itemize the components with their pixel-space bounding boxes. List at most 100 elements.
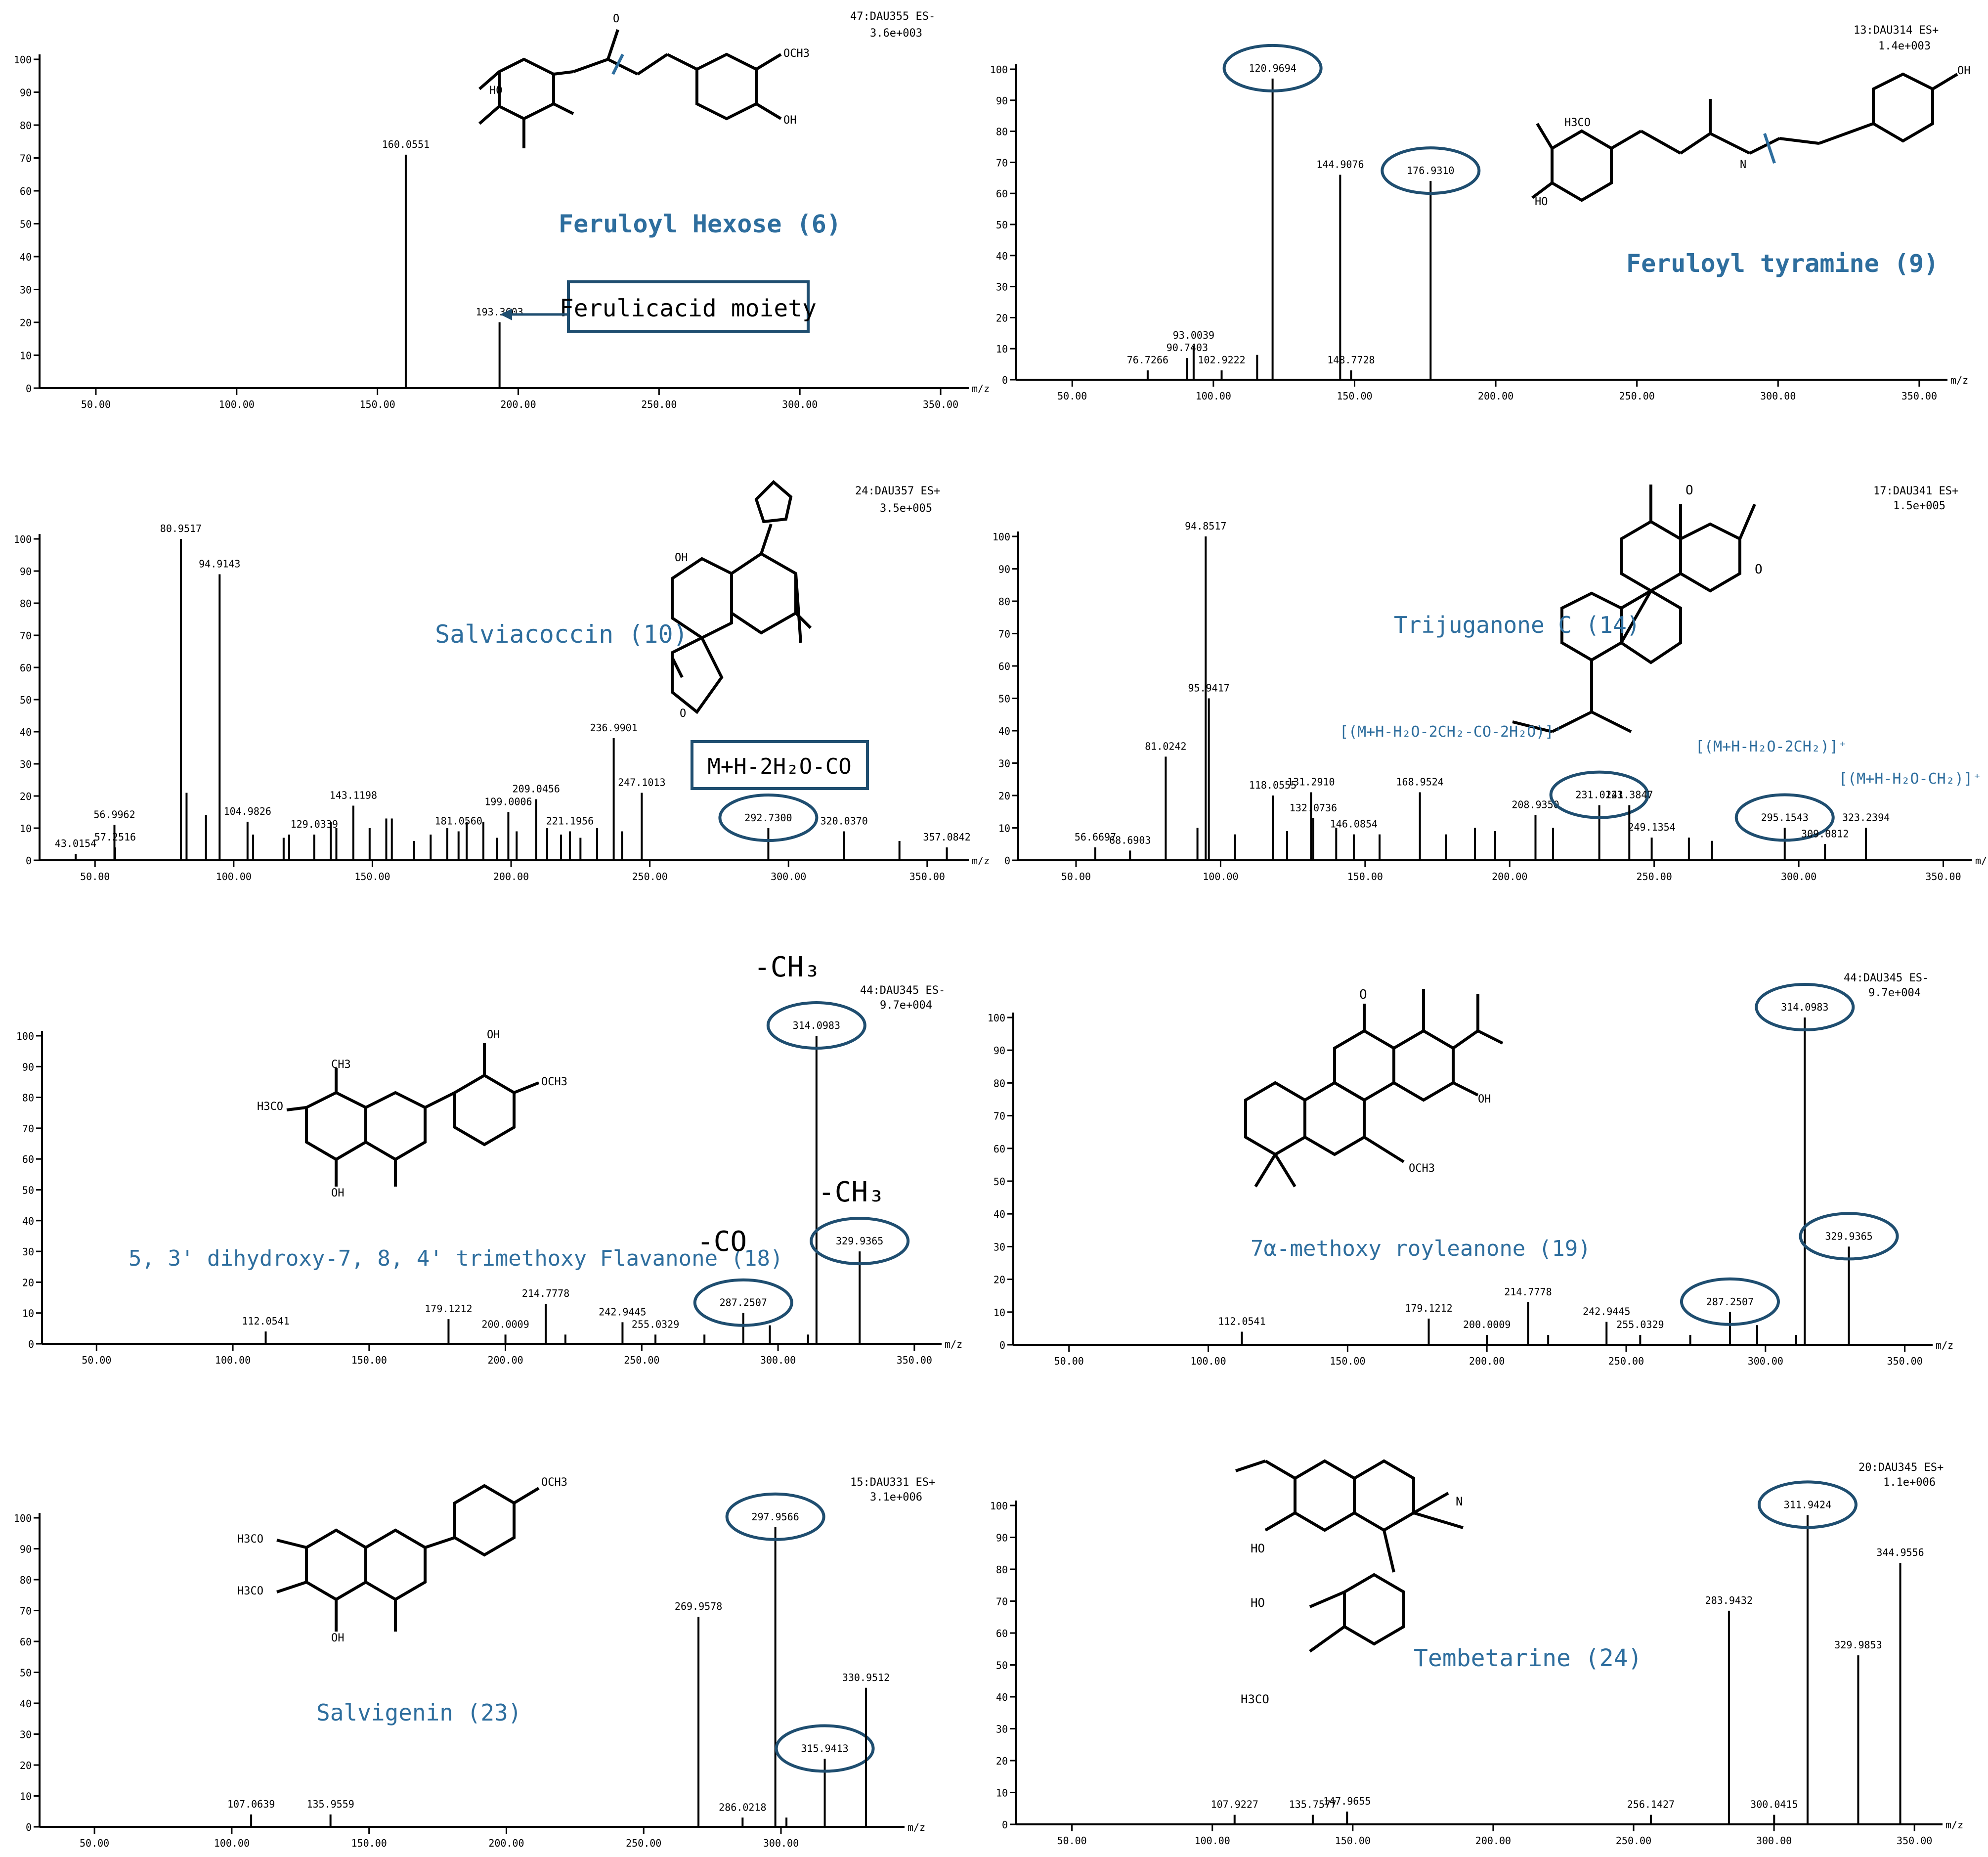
struct-label-ho: HO bbox=[1251, 1542, 1265, 1555]
y-tick-label: 30 bbox=[994, 1241, 1005, 1253]
struct-label-o: O bbox=[1755, 562, 1763, 577]
y-tick-label: 60 bbox=[20, 1636, 32, 1648]
peak-label: 200.0009 bbox=[481, 1318, 529, 1330]
y-tick-label: 90 bbox=[22, 1061, 34, 1073]
y-tick-label: 100 bbox=[990, 64, 1008, 76]
compound-name: Tembetarine (24) bbox=[1414, 1644, 1642, 1672]
y-tick-label: 40 bbox=[22, 1215, 34, 1227]
y-tick-label: 70 bbox=[22, 1123, 34, 1135]
peak-label: 255.0329 bbox=[632, 1318, 679, 1330]
spectrum-header-id: 44:DAU345 ES- bbox=[1844, 972, 1929, 984]
peak-label: 314.0983 bbox=[793, 1019, 840, 1031]
highlight-ellipse bbox=[1222, 44, 1323, 92]
peak-label: 104.9826 bbox=[224, 805, 271, 817]
y-tick-label: 70 bbox=[20, 1605, 32, 1617]
peak-label: 43.0154 bbox=[55, 838, 96, 849]
y-tick-label: 100 bbox=[993, 531, 1010, 543]
y-tick-label: 20 bbox=[998, 790, 1010, 802]
peak-label: 94.8517 bbox=[1185, 520, 1226, 532]
highlight-ellipse bbox=[725, 1492, 825, 1541]
compound-name: Trijuganone C (14) bbox=[1394, 612, 1641, 638]
peak-label: 143.1198 bbox=[330, 790, 377, 801]
y-tick-label: 30 bbox=[996, 1724, 1008, 1735]
y-tick-label: 80 bbox=[994, 1077, 1005, 1089]
compound-name: 7α-methoxy royleanone (19) bbox=[1251, 1236, 1591, 1261]
y-tick-label: 20 bbox=[20, 317, 32, 329]
x-tick-label: 250.00 bbox=[626, 1837, 661, 1849]
struct-label-h3co-2: H3CO bbox=[237, 1585, 263, 1597]
y-tick-label: 50 bbox=[20, 694, 32, 706]
peak-label: 231.0123 bbox=[1575, 789, 1623, 801]
y-tick-label: 60 bbox=[996, 188, 1008, 200]
x-tick-label: 250.00 bbox=[1637, 871, 1672, 883]
peak-label: 90.7403 bbox=[1167, 342, 1208, 354]
peak-label: 179.1212 bbox=[425, 1303, 472, 1315]
peak-label: 292.7300 bbox=[744, 812, 792, 824]
highlight-ellipse bbox=[718, 794, 819, 842]
x-tick-label: 300.00 bbox=[771, 871, 806, 883]
peak-label: 221.1956 bbox=[546, 815, 594, 827]
y-tick-label: 50 bbox=[998, 693, 1010, 705]
y-tick-label: 30 bbox=[22, 1246, 34, 1258]
peak-label: 300.0415 bbox=[1750, 1799, 1798, 1811]
compound-name: Salvigenin (23) bbox=[316, 1699, 521, 1726]
compound-name: Feruloyl Hexose (6) bbox=[559, 210, 841, 238]
y-tick-label: 10 bbox=[20, 350, 32, 362]
y-tick-label: 80 bbox=[20, 598, 32, 610]
y-tick-label: 100 bbox=[14, 533, 32, 545]
spectrum-header-id: 24:DAU357 ES+ bbox=[855, 485, 940, 497]
x-unit-label: m/z bbox=[972, 855, 990, 867]
struct-label-n: N bbox=[1456, 1495, 1463, 1508]
y-tick-label: 90 bbox=[998, 564, 1010, 575]
y-tick-label: 50 bbox=[994, 1176, 1005, 1188]
peak-label: 329.9853 bbox=[1834, 1639, 1882, 1651]
compound-name: Salviacoccin (10) bbox=[435, 620, 688, 649]
fragment-annotation-box bbox=[691, 740, 869, 790]
struct-label-h3co: H3CO bbox=[1241, 1692, 1269, 1706]
y-tick-label: 0 bbox=[1002, 374, 1008, 386]
spectrum-header-intensity: 1.1e+006 bbox=[1883, 1476, 1936, 1489]
structure-royleanone bbox=[1244, 989, 1504, 1188]
y-tick-label: 0 bbox=[28, 1338, 34, 1350]
x-tick-label: 100.00 bbox=[1195, 1835, 1230, 1847]
highlight-ellipse bbox=[766, 1001, 866, 1050]
peak-label: 168.9524 bbox=[1396, 776, 1443, 788]
y-tick-label: 30 bbox=[20, 758, 32, 770]
y-tick-label: 20 bbox=[994, 1274, 1005, 1286]
x-unit-label: m/z bbox=[1945, 1819, 1963, 1831]
y-tick-label: 40 bbox=[20, 726, 32, 738]
x-tick-label: 350.00 bbox=[897, 1354, 932, 1366]
y-tick-label: 60 bbox=[996, 1628, 1008, 1639]
highlight-ellipse bbox=[1757, 1480, 1858, 1529]
y-tick-label: 10 bbox=[996, 343, 1008, 355]
highlight-ellipse bbox=[1799, 1212, 1899, 1261]
peak-label: 329.9365 bbox=[836, 1235, 883, 1247]
x-tick-label: 250.00 bbox=[624, 1354, 659, 1366]
highlight-ellipse bbox=[810, 1217, 910, 1266]
highlight-ellipse bbox=[1381, 146, 1481, 195]
structure-salvigenin bbox=[276, 1484, 540, 1632]
spectrum-panel-feruloyl-tyramine: H3CO HO N OH Feruloyl tyramine (9) 13:DA… bbox=[990, 24, 1971, 402]
peak-label: 329.9365 bbox=[1825, 1230, 1872, 1242]
struct-label-o: O bbox=[613, 13, 619, 25]
peak-label: 249.1354 bbox=[1628, 821, 1675, 833]
x-unit-label: m/z bbox=[1975, 855, 1988, 867]
peak-label: 131.2910 bbox=[1287, 776, 1335, 788]
peak-label: 255.0329 bbox=[1616, 1319, 1664, 1330]
x-tick-label: 50.00 bbox=[82, 1354, 111, 1366]
peak-label: 68.6903 bbox=[1109, 834, 1151, 846]
struct-label-ho: HO bbox=[489, 85, 503, 97]
y-tick-label: 80 bbox=[996, 1564, 1008, 1576]
x-tick-label: 200.00 bbox=[493, 871, 529, 883]
x-unit-label: m/z bbox=[972, 383, 990, 395]
struct-label-o: O bbox=[1359, 987, 1367, 1002]
x-tick-label: 350.00 bbox=[1897, 1835, 1932, 1847]
x-tick-label: 150.00 bbox=[354, 871, 390, 883]
highlight-ellipse bbox=[775, 1724, 875, 1773]
struct-label-ho: HO bbox=[1535, 196, 1548, 208]
